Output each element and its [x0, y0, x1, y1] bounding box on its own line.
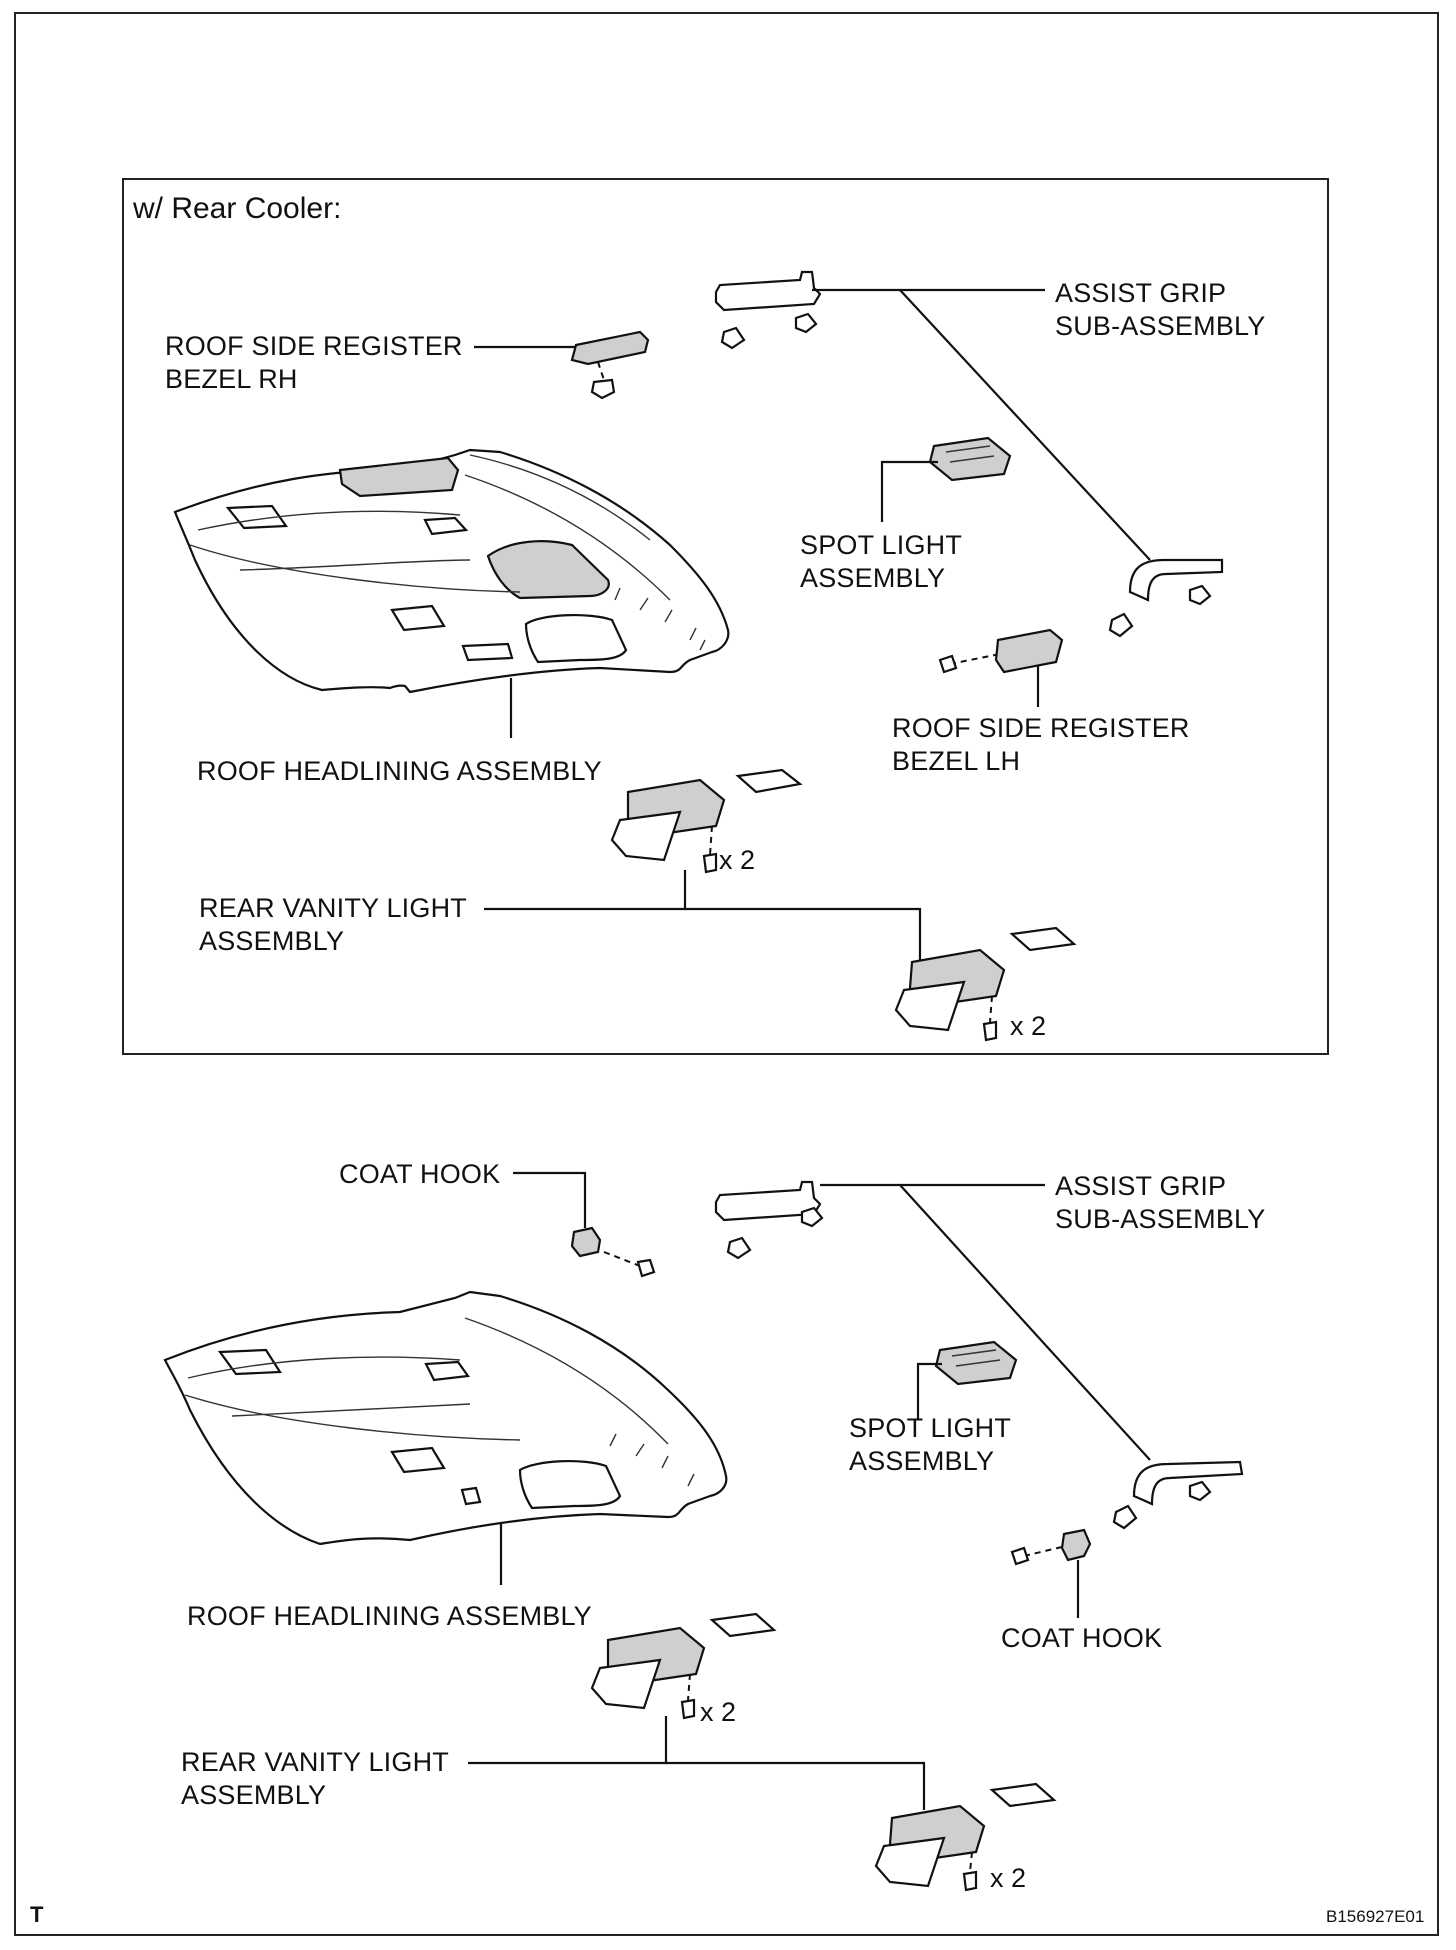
top-assist-grip-left-part — [714, 270, 822, 350]
top-assist-grip-label: ASSIST GRIP SUB-ASSEMBLY — [1055, 278, 1266, 341]
top-register-bezel-rh-part — [570, 330, 650, 400]
bottom-coat-hook-right-part — [1010, 1528, 1092, 1566]
bottom-spot-light-label: SPOT LIGHT ASSEMBLY — [849, 1413, 1012, 1476]
bottom-vanity-light-lower-part — [874, 1782, 1057, 1892]
top-qty-label-a: x 2 — [719, 845, 756, 875]
rear-cooler-inset-frame — [122, 178, 1329, 1055]
top-assist-grip-right-part — [1108, 558, 1224, 638]
bottom-leader-lines — [468, 1171, 1151, 1810]
bottom-coat-hook-left-part — [570, 1226, 656, 1278]
top-vanity-light-upper-part — [610, 768, 803, 874]
bottom-coat-hook-left-label: COAT HOOK — [339, 1159, 501, 1189]
bottom-rear-vanity-light-label: REAR VANITY LIGHT ASSEMBLY — [181, 1747, 449, 1810]
bottom-spot-light-part — [934, 1340, 1018, 1386]
top-leader-lines — [474, 288, 1151, 960]
bottom-qty-label-b: x 2 — [990, 1863, 1027, 1893]
top-qty-label-b: x 2 — [1010, 1011, 1047, 1041]
bottom-assist-grip-left-part — [714, 1180, 824, 1260]
top-rear-vanity-light-label: REAR VANITY LIGHT ASSEMBLY — [199, 893, 467, 956]
top-spot-light-label: SPOT LIGHT ASSEMBLY — [800, 530, 963, 593]
top-roof-side-register-lh-label: ROOF SIDE REGISTER BEZEL LH — [892, 713, 1190, 776]
corner-mark: T — [30, 1902, 44, 1927]
top-roof-side-register-rh-label: ROOF SIDE REGISTER BEZEL RH — [165, 331, 463, 394]
top-roof-headlining-part — [173, 448, 730, 694]
bottom-assist-grip-label: ASSIST GRIP SUB-ASSEMBLY — [1055, 1171, 1266, 1234]
top-spot-light-part — [928, 436, 1012, 482]
bottom-roof-headlining-label: ROOF HEADLINING ASSEMBLY — [187, 1601, 592, 1631]
bottom-coat-hook-right-label: COAT HOOK — [1001, 1623, 1163, 1653]
figure-code: B156927E01 — [1326, 1907, 1425, 1926]
bottom-assist-grip-right-part — [1112, 1460, 1244, 1530]
top-vanity-light-lower-part — [894, 926, 1077, 1042]
page-frame — [14, 12, 1439, 1936]
inset-title: w/ Rear Cooler: — [133, 192, 342, 225]
bottom-qty-label-a: x 2 — [700, 1697, 737, 1727]
bottom-roof-headlining-part — [163, 1290, 728, 1546]
top-roof-headlining-label: ROOF HEADLINING ASSEMBLY — [197, 756, 602, 786]
bottom-vanity-light-upper-part — [590, 1612, 777, 1720]
top-register-bezel-lh-part — [938, 628, 1064, 674]
